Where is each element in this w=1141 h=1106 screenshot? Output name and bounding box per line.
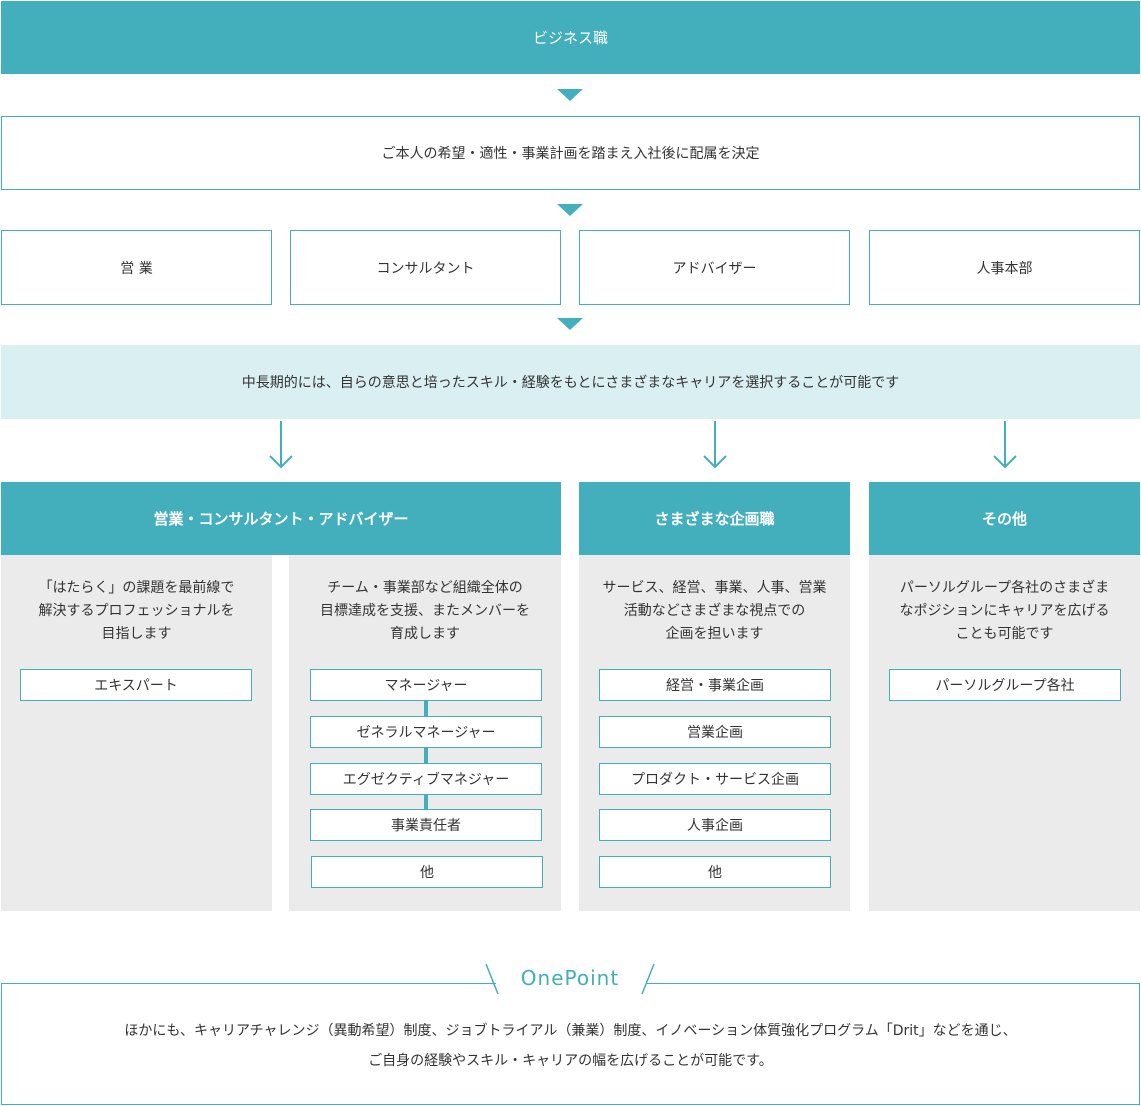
track-header-other: その他: [869, 482, 1140, 555]
career-item-label: 経営・事業企画: [666, 678, 764, 694]
onepoint-title: OnePoint: [500, 963, 640, 993]
onepoint-text: ほかにも、キャリアチャレンジ（異動希望）制度、ジョブトライアル（兼業）制度、イノ…: [1, 1016, 1140, 1076]
decision-box: ご本人の希望・適性・事業計画を踏まえ入社後に配属を決定: [1, 116, 1140, 190]
ladder-connector: [424, 700, 428, 810]
career-item-label: 営業企画: [687, 725, 743, 741]
career-item-label: プロダクト・サービス企画: [631, 772, 799, 788]
career-item: パーソルグループ各社: [889, 669, 1121, 701]
panel-description: 「はたらく」の課題を最前線で 解決するプロフェッショナルを 目指します: [1, 577, 272, 646]
career-item-label: 他: [420, 865, 434, 881]
business-title: ビジネス職: [532, 29, 608, 47]
role-box-advisor: アドバイザー: [579, 230, 850, 305]
slash-right-icon: [641, 963, 655, 995]
role-label: 営 業: [120, 260, 153, 277]
career-item: 人事企画: [599, 809, 831, 841]
description-line: 解決するプロフェッショナルを: [38, 603, 235, 619]
career-item-label: 人事企画: [687, 818, 743, 834]
career-item: 経営・事業企画: [599, 669, 831, 701]
description-line: ことも可能です: [955, 626, 1054, 642]
career-item: 他: [311, 856, 543, 888]
career-item: プロダクト・サービス企画: [599, 763, 831, 795]
career-item-label: エキスパート: [94, 678, 178, 694]
description-line: 「はたらく」の課題を最前線で: [38, 580, 235, 596]
career-item: エキスパート: [20, 669, 252, 701]
role-box-sales: 営 業: [1, 230, 272, 305]
description-line: チーム・事業部など組織全体の: [327, 580, 523, 596]
midterm-band: 中長期的には、自らの意思と培ったスキル・経験をもとにさまざまなキャリアを選択する…: [1, 345, 1140, 419]
career-item: ゼネラルマネージャー: [310, 716, 542, 748]
description-line: サービス、経営、事業、人事、営業: [602, 580, 827, 596]
down-arrow-icon: [269, 421, 293, 469]
career-item-label: マネージャー: [384, 678, 468, 694]
down-triangle-icon: [557, 204, 583, 216]
panel-description: サービス、経営、事業、人事、営業 活動などさまざまな視点での 企画を担います: [579, 577, 850, 646]
track-header-label: さまざまな企画職: [654, 510, 775, 528]
description-line: 育成します: [390, 626, 460, 642]
description-line: なポジションにキャリアを広げる: [899, 603, 1110, 619]
down-arrow-icon: [703, 421, 727, 469]
track-header-label: 営業・コンサルタント・アドバイザー: [153, 510, 409, 528]
panel-expert: [1, 555, 272, 911]
onepoint-title-mask: [496, 962, 646, 996]
career-item-label: 事業責任者: [391, 818, 461, 834]
role-label: 人事本部: [976, 260, 1033, 277]
decision-text: ご本人の希望・適性・事業計画を踏まえ入社後に配属を決定: [381, 146, 760, 162]
career-item-label: エグゼクティブマネジャー: [342, 772, 510, 788]
role-label: コンサルタント: [376, 260, 475, 277]
career-item: 営業企画: [599, 716, 831, 748]
description-line: 目標達成を支援、またメンバーを: [320, 603, 530, 619]
career-item: 他: [599, 856, 831, 888]
description-line: 企画を担います: [665, 626, 764, 642]
career-item-label: パーソルグループ各社: [935, 678, 1075, 694]
onepoint-line: ご自身の経験やスキル・キャリアの幅を広げることが可能です。: [368, 1053, 773, 1069]
track-header-planning: さまざまな企画職: [579, 482, 850, 555]
business-header: ビジネス職: [1, 1, 1140, 74]
role-box-hr: 人事本部: [869, 230, 1140, 305]
panel-other: [869, 555, 1140, 911]
down-arrow-icon: [993, 421, 1017, 469]
onepoint-box: [1, 983, 1140, 1105]
panel-description: パーソルグループ各社のさまざま なポジションにキャリアを広げる ことも可能です: [869, 577, 1140, 646]
panel-description: チーム・事業部など組織全体の 目標達成を支援、またメンバーを 育成します: [289, 577, 561, 646]
midterm-text: 中長期的には、自らの意思と培ったスキル・経験をもとにさまざまなキャリアを選択する…: [241, 375, 900, 391]
description-line: 目指します: [101, 626, 172, 642]
career-item-label: ゼネラルマネージャー: [356, 725, 496, 741]
career-item-label: 他: [708, 865, 722, 881]
role-box-consultant: コンサルタント: [290, 230, 561, 305]
description-line: 活動などさまざまな視点での: [623, 603, 806, 619]
onepoint-title-label: OnePoint: [520, 966, 620, 990]
down-triangle-icon: [557, 89, 583, 101]
track-header-label: その他: [981, 510, 1027, 528]
career-item: マネージャー: [310, 669, 542, 701]
career-item: 事業責任者: [310, 809, 542, 841]
track-header-sales: 営業・コンサルタント・アドバイザー: [1, 482, 561, 555]
description-line: パーソルグループ各社のさまざま: [899, 580, 1110, 596]
role-label: アドバイザー: [672, 260, 757, 277]
onepoint-line: ほかにも、キャリアチャレンジ（異動希望）制度、ジョブトライアル（兼業）制度、イノ…: [124, 1023, 1017, 1039]
down-triangle-icon: [557, 318, 583, 330]
career-item: エグゼクティブマネジャー: [310, 763, 542, 795]
slash-left-icon: [485, 963, 499, 995]
